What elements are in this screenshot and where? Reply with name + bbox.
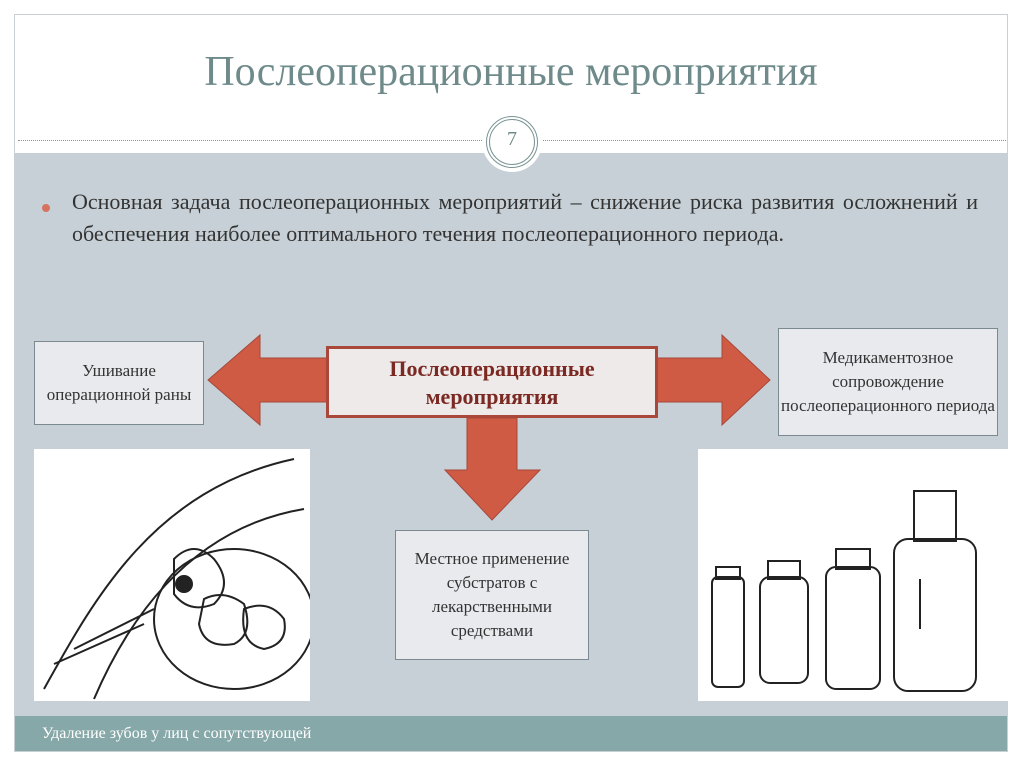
page-number: 7 bbox=[507, 128, 517, 150]
center-box: Послеоперационные мероприятия bbox=[326, 346, 658, 418]
bottom-box: Местное применение субстратов с лекарств… bbox=[395, 530, 589, 660]
right-box: Медикаментозное сопровождение послеопера… bbox=[778, 328, 998, 436]
arrow-left bbox=[207, 333, 331, 427]
slide-title: Послеоперационные мероприятия bbox=[204, 49, 818, 95]
arrow-right bbox=[654, 333, 771, 427]
arrow-down bbox=[443, 417, 542, 521]
page-number-badge: 7 bbox=[482, 112, 542, 172]
bullet-icon bbox=[42, 204, 50, 212]
slide-frame bbox=[14, 14, 1008, 752]
footer-text: Удаление зубов у лиц с сопутствующей bbox=[42, 725, 312, 742]
left-box: Ушивание операционной раны bbox=[34, 341, 204, 425]
footer-bar: Удаление зубов у лиц с сопутствующей bbox=[15, 716, 1007, 751]
bullet-text: Основная задача послеоперационных меропр… bbox=[72, 189, 978, 246]
medicine-bottles-illustration bbox=[698, 449, 1010, 701]
suture-illustration bbox=[34, 449, 310, 701]
